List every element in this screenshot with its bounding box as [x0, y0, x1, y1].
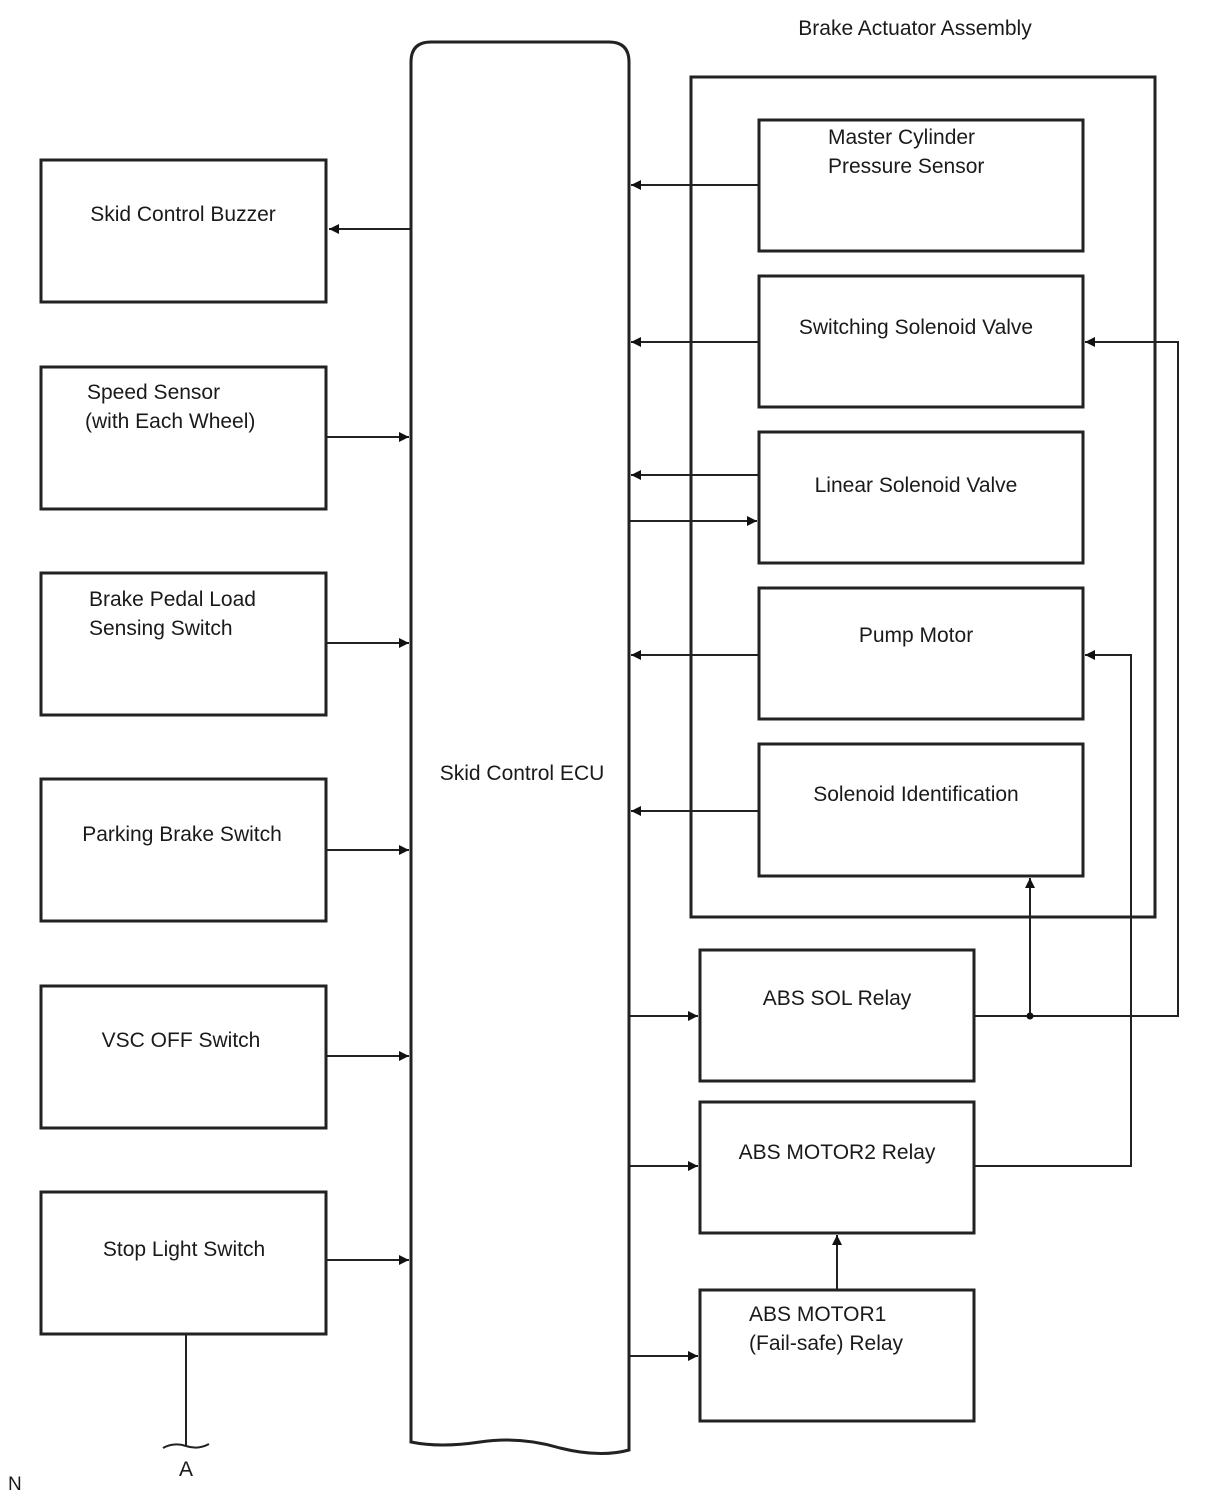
parking-brake-switch-label: Parking Brake Switch: [82, 823, 282, 846]
abs-motor1-label-line1: ABS MOTOR1: [749, 1303, 886, 1326]
corner-mark: N: [8, 1474, 22, 1495]
wire-sol-relay-to-switching-valve: [974, 337, 1179, 1017]
abs-motor2-relay: ABS MOTOR2 Relay: [698, 1100, 976, 1235]
speed-sensor-label-line1: Speed Sensor: [87, 381, 220, 404]
ecu-label: Skid Control ECU: [440, 762, 605, 785]
master-cylinder-label-line1: Master Cylinder: [828, 126, 975, 149]
brake-pedal-load-sensing-switch: Brake Pedal Load Sensing Switch: [39, 571, 328, 717]
abs-sol-relay-label: ABS SOL Relay: [763, 987, 912, 1010]
pump-motor: Pump Motor: [757, 586, 1085, 721]
pedal-switch-label-line2: Sensing Switch: [89, 617, 233, 640]
pump-motor-label: Pump Motor: [859, 624, 973, 647]
switching-solenoid-valve-label: Switching Solenoid Valve: [799, 316, 1033, 339]
parking-brake-switch: Parking Brake Switch: [39, 777, 328, 923]
solenoid-identification: Solenoid Identification: [757, 742, 1085, 878]
skid-control-buzzer: Skid Control Buzzer: [39, 158, 328, 304]
master-cylinder-pressure-sensor: Master Cylinder Pressure Sensor: [757, 118, 1085, 253]
linear-solenoid-valve-label: Linear Solenoid Valve: [815, 474, 1018, 497]
skid-control-buzzer-label: Skid Control Buzzer: [90, 203, 276, 226]
speed-sensor: Speed Sensor (with Each Wheel): [39, 365, 328, 511]
pedal-switch-label-line1: Brake Pedal Load: [89, 588, 256, 611]
master-cylinder-label-line2: Pressure Sensor: [828, 155, 984, 178]
abs-motor1-failsafe-relay: ABS MOTOR1 (Fail-safe) Relay: [698, 1288, 976, 1423]
speed-sensor-label-line2: (with Each Wheel): [85, 410, 255, 433]
brake-actuator-assembly-frame: [689, 75, 1157, 919]
vsc-off-switch-label: VSC OFF Switch: [102, 1029, 261, 1052]
abs-sol-relay: ABS SOL Relay: [698, 948, 976, 1083]
connector-a-label: A: [179, 1458, 193, 1481]
assembly-title: Brake Actuator Assembly: [798, 17, 1032, 40]
linear-solenoid-valve: Linear Solenoid Valve: [757, 430, 1085, 565]
stop-light-switch: Stop Light Switch: [39, 1190, 328, 1336]
switching-solenoid-valve: Switching Solenoid Valve: [757, 274, 1085, 409]
abs-motor1-label-line2: (Fail-safe) Relay: [749, 1332, 904, 1355]
solenoid-identification-label: Solenoid Identification: [813, 783, 1018, 806]
abs-motor2-relay-label: ABS MOTOR2 Relay: [739, 1141, 936, 1164]
vsc-off-switch: VSC OFF Switch: [39, 984, 328, 1130]
wire-motor2-relay-to-pump-motor: [974, 650, 1132, 1167]
connector-a-break-mark: [162, 1443, 210, 1449]
stop-light-switch-label: Stop Light Switch: [103, 1238, 265, 1261]
junction-dot: [1026, 1012, 1034, 1020]
skid-control-ecu-box: [409, 40, 631, 1456]
